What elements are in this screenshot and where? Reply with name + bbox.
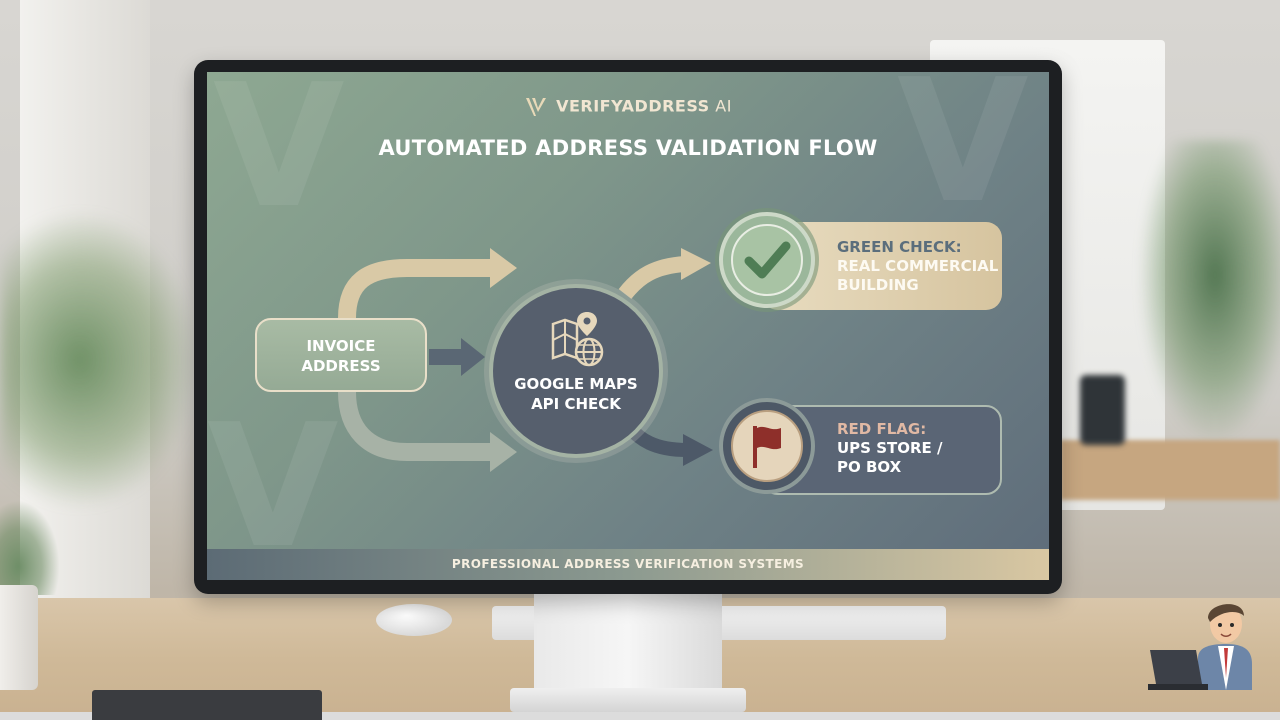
background-plant-right	[1140, 140, 1280, 440]
monitor-stand-base	[510, 688, 746, 712]
background-table	[1060, 440, 1280, 500]
red-flag-line-1: UPS STORE /	[837, 439, 943, 457]
arrow-top-curve	[338, 259, 492, 319]
arrow-bottom-head	[490, 432, 517, 472]
background-plant-left	[0, 210, 200, 510]
watermark-v-icon: V	[213, 72, 345, 246]
arrow-to-red-head	[683, 434, 713, 466]
diagram-title: AUTOMATED ADDRESS VALIDATION FLOW	[378, 136, 878, 160]
red-flag-heading: RED FLAG:	[837, 420, 927, 438]
monitor-stand	[534, 592, 722, 692]
green-check-text: GREEN CHECK: REAL COMMERCIAL BUILDING	[837, 238, 998, 295]
arrow-top-head	[490, 248, 517, 288]
brand-name: VERIFYADDRESS	[556, 96, 710, 116]
desk-edge	[0, 712, 1280, 720]
red-flag-badge	[719, 398, 815, 494]
brand-suffix: AI	[709, 96, 732, 116]
invoice-address-node: INVOICE ADDRESS	[255, 318, 427, 392]
brand-header: VERIFYADDRESS AI	[207, 96, 1049, 118]
red-flag-line-2: PO BOX	[837, 458, 902, 476]
maps-check-line-1: GOOGLE MAPS	[514, 375, 638, 393]
footer-banner: PROFESSIONAL ADDRESS VERIFICATION SYSTEM…	[207, 549, 1049, 580]
checkmark-icon	[744, 241, 791, 279]
plant-pot	[0, 585, 38, 690]
computer-mouse	[376, 604, 452, 636]
watermark-v-icon: V	[897, 72, 1029, 241]
green-check-line-1: REAL COMMERCIAL	[837, 257, 999, 275]
arrow-middle-head	[461, 338, 485, 376]
flag-icon	[753, 426, 781, 468]
v-check-logo-icon	[526, 98, 547, 116]
maps-check-line-2: API CHECK	[531, 395, 621, 413]
arrow-middle-shaft	[429, 349, 463, 365]
monitor-screen: V V V VERIFYADDRESS AI AUTOMATED ADDRESS…	[207, 72, 1049, 580]
green-check-badge	[719, 212, 815, 308]
invoice-line-2: ADDRESS	[301, 357, 381, 375]
maps-api-check-node: GOOGLE MAPS API CHECK	[489, 284, 663, 458]
red-flag-text: RED FLAG: UPS STORE / PO BOX	[837, 420, 942, 477]
green-check-line-2: BUILDING	[837, 276, 919, 294]
arrow-bottom-curve	[338, 391, 492, 461]
watermark-v-icon: V	[207, 388, 339, 580]
green-check-heading: GREEN CHECK:	[837, 238, 962, 256]
arrow-to-green-curve	[618, 256, 686, 300]
succulent-plant	[0, 500, 60, 595]
maps-check-label: GOOGLE MAPS API CHECK	[493, 374, 659, 414]
map-globe-pin-icon	[551, 312, 604, 367]
presenter-avatar	[1148, 604, 1252, 690]
arrow-to-green-head	[681, 248, 711, 280]
notebook	[92, 690, 322, 720]
invoice-line-1: INVOICE	[306, 337, 376, 355]
red-flag-badge-inner	[731, 410, 803, 482]
green-check-badge-inner	[731, 224, 803, 296]
background-chair	[1080, 375, 1125, 445]
